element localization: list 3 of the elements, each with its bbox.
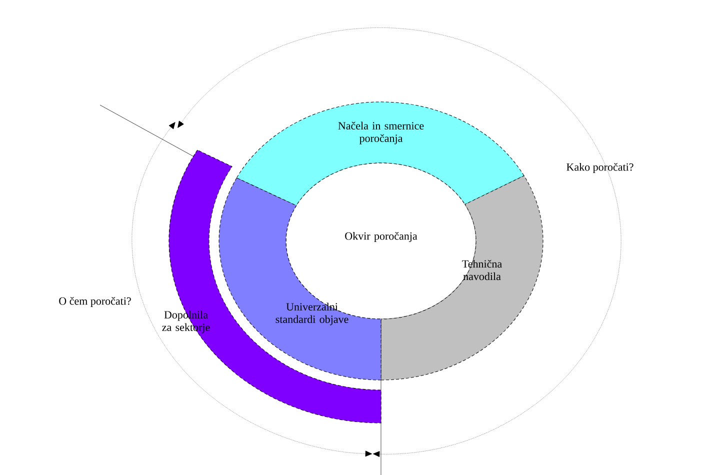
question-label: O čem poročati? <box>59 297 131 307</box>
ring-segment: Načela in smernice poročanja <box>236 102 524 206</box>
question-label: Kako poročati? <box>566 163 634 173</box>
